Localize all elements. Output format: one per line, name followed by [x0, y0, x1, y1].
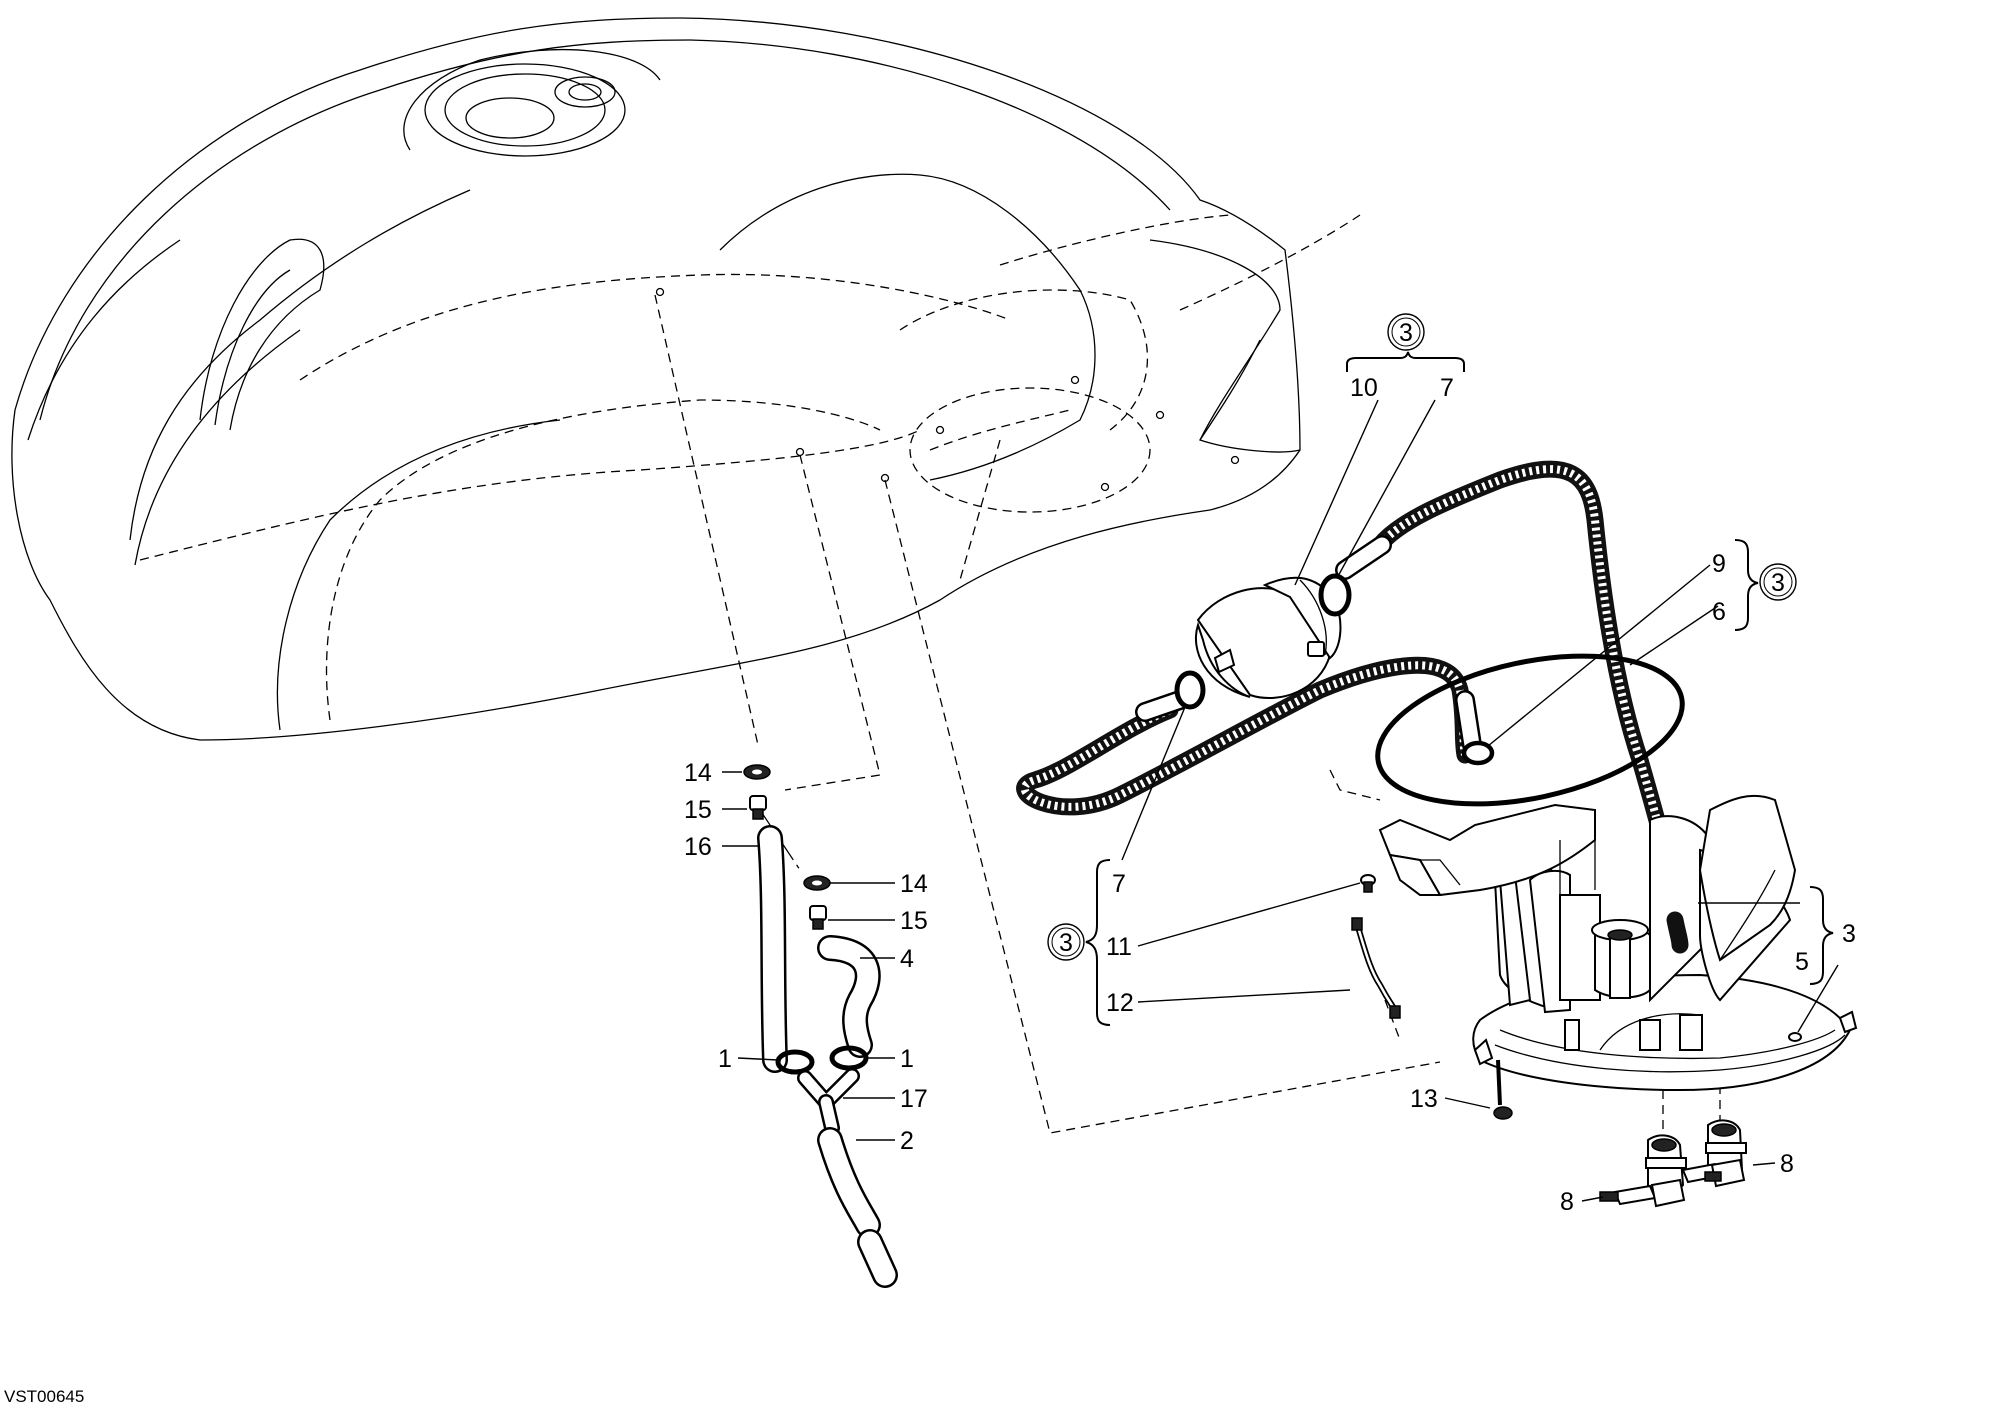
callout-14-upper: 14: [684, 759, 712, 787]
washer-14a: [743, 764, 771, 780]
callout-16: 16: [684, 833, 712, 861]
clamp-7b: [1174, 670, 1206, 710]
callout-13: 13: [1410, 1085, 1438, 1113]
screw-11: [1360, 874, 1376, 893]
screw-13: [1493, 1059, 1513, 1120]
braces: [1085, 351, 1834, 1026]
fuel-filter-assembly: [1016, 460, 1684, 929]
callout-4: 4: [900, 945, 914, 973]
circled-ref-left-text: 3: [1059, 929, 1073, 957]
circled-ref-right-text: 3: [1771, 569, 1785, 597]
clamp-1a: [775, 1049, 815, 1075]
tank-mount-holes: [655, 287, 1240, 492]
callout-1-left: 1: [718, 1045, 732, 1073]
fuel-tank: [11, 17, 1361, 741]
breather-hose-assembly: [743, 764, 898, 1288]
callout-labels: 14 15 16 14 15 4 1 1 17 2 10 7 9 6 7 11 …: [684, 374, 1856, 1216]
wire-12: [1351, 917, 1401, 1019]
callout-6: 6: [1712, 598, 1726, 626]
circled-ref-right: 3: [1759, 563, 1797, 601]
callout-1-right: 1: [900, 1045, 914, 1073]
callout-3: 3: [1842, 920, 1856, 948]
callout-7-top: 7: [1440, 374, 1454, 402]
callout-14-lower: 14: [900, 870, 928, 898]
callout-5: 5: [1795, 948, 1809, 976]
callout-9: 9: [1712, 550, 1726, 578]
plug-5: [1788, 1032, 1802, 1042]
alignment-lines: [654, 294, 1721, 1140]
callout-8-left: 8: [1560, 1188, 1574, 1216]
callout-12: 12: [1106, 989, 1134, 1017]
fitting-15a: [749, 795, 767, 820]
o-ring-6: [1375, 653, 1685, 807]
callout-15-upper: 15: [684, 796, 712, 824]
callout-15-lower: 15: [900, 907, 928, 935]
leader-lines: [722, 399, 1839, 1202]
callout-8-right: 8: [1780, 1150, 1794, 1178]
clamp-9: [1461, 740, 1495, 766]
clamp-7a: [1318, 573, 1352, 617]
y-connector-17: [797, 1068, 860, 1136]
callout-17: 17: [900, 1085, 928, 1113]
callout-11: 11: [1106, 933, 1132, 961]
fitting-8b: [1681, 1119, 1747, 1188]
drawing-code: VST00645: [4, 1387, 84, 1406]
callout-7-left: 7: [1112, 870, 1126, 898]
fuel-pump-assembly: [1378, 794, 1858, 1092]
circled-ref-top: 3: [1387, 313, 1425, 351]
callout-2: 2: [900, 1127, 914, 1155]
fitting-8a: [1599, 1134, 1687, 1208]
callout-10: 10: [1350, 374, 1378, 402]
circled-ref-top-text: 3: [1399, 319, 1413, 347]
circled-ref-left: 3: [1047, 923, 1085, 961]
fuel-filter-10: [1194, 576, 1342, 700]
washer-14b: [803, 875, 831, 891]
fitting-15b: [809, 905, 827, 930]
